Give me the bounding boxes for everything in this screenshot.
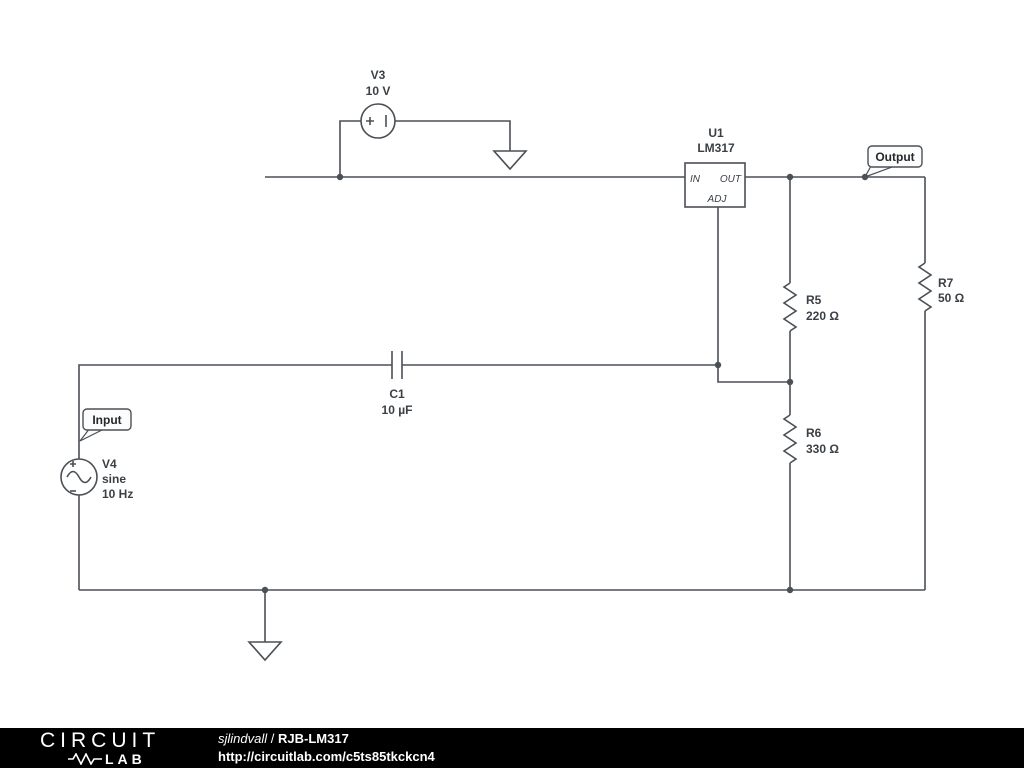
- separator: /: [270, 731, 275, 746]
- sine-wave-icon: [66, 470, 92, 484]
- junction-dot: [861, 173, 869, 181]
- flag-balloon: [82, 408, 132, 431]
- u1-name-label: U1: [708, 126, 724, 140]
- r5-value-label: 220 Ω: [806, 309, 839, 323]
- author-name: sjlindvall: [218, 731, 268, 746]
- r7-value-label: 50 Ω: [938, 291, 965, 305]
- logo-text-lab: LAB: [105, 751, 146, 767]
- resistor-logo-icon: [68, 753, 102, 765]
- r6-value-label: 330 Ω: [806, 442, 839, 456]
- v4-sine-source[interactable]: V4 sine 10 Hz: [60, 457, 133, 501]
- r6-name-label: R6: [806, 426, 822, 440]
- r6-resistor[interactable]: R6 330 Ω: [782, 414, 839, 464]
- ground-icon: [247, 641, 283, 662]
- v4-name-label: V4: [102, 457, 117, 471]
- wire-adj: [717, 207, 790, 383]
- plus-sign-icon: [70, 461, 76, 467]
- footer-meta: sjlindvall / RJB-LM317 http://circuitlab…: [218, 730, 435, 766]
- wires: [78, 120, 926, 642]
- v3-name-label: V3: [371, 68, 386, 82]
- resistor-icon: [782, 282, 798, 332]
- junction-dot: [786, 586, 794, 594]
- junction-dot: [786, 173, 794, 181]
- v4-kind-label: sine: [102, 472, 126, 486]
- junction-dot: [714, 361, 722, 369]
- footer-bar: CIRCUIT LAB sjlindvall / RJB-LM317 http:…: [0, 728, 1024, 768]
- schematic-canvas: V3 10 V IN OUT ADJ U1 LM317 R5 220 Ω R6 …: [60, 68, 965, 662]
- junction-dot: [261, 586, 269, 594]
- junction-dot: [786, 378, 794, 386]
- circuit-url: http://circuitlab.com/c5ts85tkckcn4: [218, 749, 435, 764]
- u1-part-label: LM317: [697, 141, 735, 155]
- ground-top[interactable]: [492, 150, 528, 171]
- input-flag[interactable]: Input: [79, 408, 132, 442]
- r5-resistor[interactable]: R5 220 Ω: [782, 282, 839, 332]
- wire-c1-left-to-v4: [78, 364, 392, 459]
- r7-resistor[interactable]: R7 50 Ω: [917, 262, 965, 312]
- resistor-icon: [917, 262, 933, 312]
- wire-v3-left: [339, 120, 361, 177]
- capacitor-icon: [391, 351, 403, 379]
- c1-capacitor[interactable]: C1 10 µF: [382, 351, 413, 417]
- ic-body: [684, 162, 746, 208]
- v4-value-label: 10 Hz: [102, 487, 133, 501]
- input-flag-label: Input: [92, 413, 121, 427]
- pin-out-label: OUT: [720, 174, 742, 185]
- v3-value-label: 10 V: [366, 84, 391, 98]
- logo-text-circuit: CIRCUIT: [40, 729, 161, 752]
- circuit-title: RJB-LM317: [278, 731, 349, 746]
- junction-dots: [261, 173, 869, 594]
- v3-dc-source[interactable]: V3 10 V: [360, 68, 396, 139]
- r7-name-label: R7: [938, 276, 954, 290]
- circuitlab-logo: CIRCUIT LAB: [40, 730, 180, 766]
- ground-icon: [492, 150, 528, 171]
- junction-dot: [336, 173, 344, 181]
- u1-lm317-regulator[interactable]: IN OUT ADJ U1 LM317: [684, 126, 746, 208]
- dc-source-icon: [360, 103, 396, 139]
- wire-v3-right-to-ground: [395, 120, 511, 151]
- flag-balloon: [867, 145, 923, 168]
- c1-name-label: C1: [389, 387, 405, 401]
- pin-adj-label: ADJ: [707, 194, 728, 205]
- output-flag-label: Output: [875, 150, 914, 164]
- c1-value-label: 10 µF: [382, 403, 413, 417]
- output-flag[interactable]: Output: [863, 145, 923, 179]
- pin-in-label: IN: [690, 174, 701, 185]
- plus-sign-icon: [366, 117, 374, 125]
- resistor-icon: [782, 414, 798, 464]
- r5-name-label: R5: [806, 293, 822, 307]
- author-title-line: sjlindvall / RJB-LM317: [218, 730, 435, 748]
- ground-bottom[interactable]: [247, 641, 283, 662]
